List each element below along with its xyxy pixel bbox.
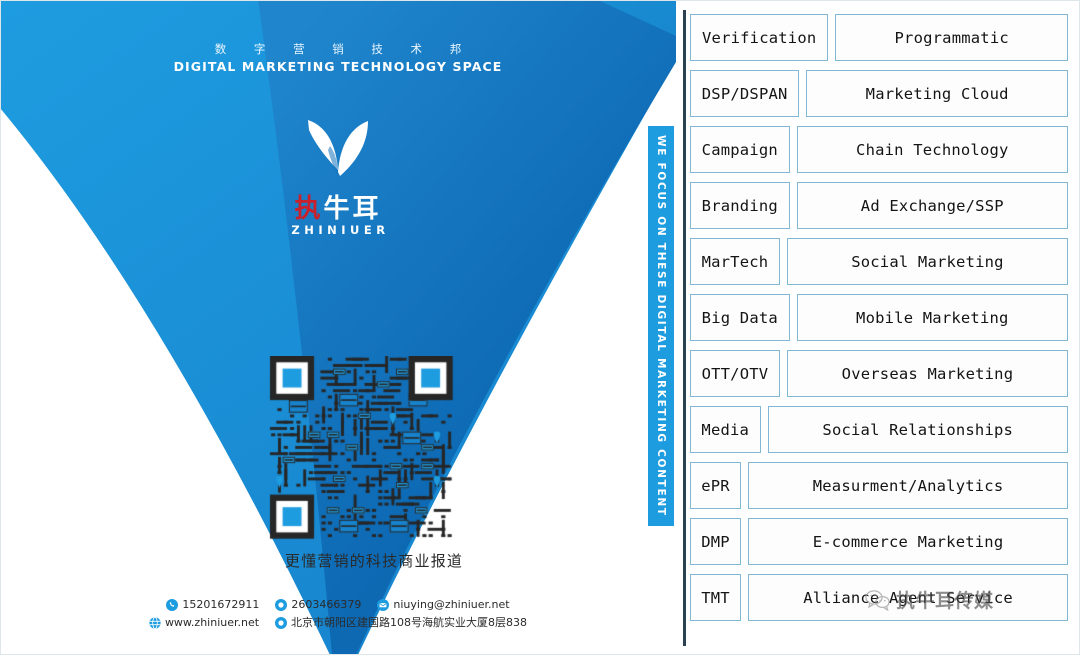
contact-phone: 15201672911 [166, 596, 259, 614]
tag-right-alliance-agent-service[interactable]: Alliance Agent Service [748, 574, 1068, 621]
contact-block: 15201672911 2603466379 niuying@zhiniuer.… [0, 596, 676, 632]
tag-right-measurment-analytics[interactable]: Measurment/Analytics [748, 462, 1068, 509]
logo-block: 执牛耳 ZHINIUER [0, 116, 676, 237]
tag-left-ott-otv[interactable]: OTT/OTV [690, 350, 780, 397]
contact-website-text: www.zhiniuer.net [164, 616, 260, 629]
contact-phone-text: 15201672911 [182, 598, 260, 611]
contact-website: www.zhiniuer.net [149, 614, 259, 632]
qr-code-block[interactable]: 更懂营销的科技商业报道 [268, 356, 480, 571]
contact-email: niuying@zhiniuer.net [377, 596, 510, 614]
tag-right-social-relationships[interactable]: Social Relationships [767, 406, 1068, 453]
contact-address: 北京市朝阳区建国路108号海航实业大厦8层838 [275, 614, 527, 632]
tag-left-dsp-dspan[interactable]: DSP/DSPAN [690, 70, 800, 117]
tag-left-branding[interactable]: Branding [690, 182, 790, 229]
contact-qq: 2603466379 [275, 596, 361, 614]
contact-row-1: 15201672911 2603466379 niuying@zhiniuer.… [0, 596, 676, 614]
qq-icon [275, 599, 288, 611]
location-icon [275, 617, 288, 629]
tag-left-dmp[interactable]: DMP [690, 518, 742, 565]
contact-row-2: www.zhiniuer.net 北京市朝阳区建国路108号海航实业大厦8层83… [0, 614, 676, 632]
vertical-focus-banner-text: WE FOCUS ON THESE DIGITAL MARKETING CONT… [655, 135, 667, 517]
contact-email-text: niuying@zhiniuer.net [393, 598, 510, 611]
tag-right-chain-technology[interactable]: Chain Technology [796, 126, 1068, 173]
globe-icon [149, 617, 161, 629]
vertical-focus-banner: WE FOCUS ON THESE DIGITAL MARKETING CONT… [648, 126, 674, 526]
tag-right-overseas-marketing[interactable]: Overseas Marketing [786, 350, 1068, 397]
tag-right-social-marketing[interactable]: Social Marketing [786, 238, 1068, 285]
contact-address-text: 北京市朝阳区建国路108号海航实业大厦8层838 [291, 616, 528, 629]
phone-icon [166, 599, 179, 611]
brand-title-chinese: 数 字 营 销 技 术 邦 [214, 42, 474, 56]
tag-left-big-data[interactable]: Big Data [690, 294, 790, 341]
tag-right-ad-exchange-ssp[interactable]: Ad Exchange/SSP [796, 182, 1068, 229]
logo-wordmark-chinese: 执牛耳 [0, 194, 676, 224]
brand-header: 数 字 营 销 技 术 邦 DIGITAL MARKETING TECHNOLO… [0, 42, 676, 75]
logo-wordmark-pinyin: ZHINIUER [291, 223, 390, 237]
logo-char-niuer: 牛耳 [323, 194, 382, 224]
logo-char-zhi: 执 [294, 194, 324, 224]
tag-right-marketing-cloud[interactable]: Marketing Cloud [806, 70, 1068, 117]
tag-left-verification[interactable]: Verification [690, 14, 829, 61]
panel-divider [683, 10, 686, 646]
tag-left-martech[interactable]: MarTech [690, 238, 780, 285]
brand-title-english: DIGITAL MARKETING TECHNOLOGY SPACE [173, 59, 503, 74]
tag-left-epr[interactable]: ePR [690, 462, 742, 509]
leaf-v-mark-icon [308, 120, 368, 176]
tag-left-tmt[interactable]: TMT [690, 574, 742, 621]
tag-left-media[interactable]: Media [690, 406, 761, 453]
contact-qq-text: 2603466379 [291, 598, 362, 611]
tag-left-campaign[interactable]: Campaign [690, 126, 790, 173]
tag-right-programmatic[interactable]: Programmatic [835, 14, 1068, 61]
email-icon [377, 599, 390, 611]
tag-right-e-commerce-marketing[interactable]: E-commerce Marketing [748, 518, 1068, 565]
qr-code-icon[interactable] [268, 356, 480, 546]
left-panel: 数 字 营 销 技 术 邦 DIGITAL MARKETING TECHNOLO… [0, 0, 676, 655]
tag-right-mobile-marketing[interactable]: Mobile Marketing [796, 294, 1068, 341]
qr-code-caption: 更懂营销的科技商业报道 [284, 552, 464, 570]
